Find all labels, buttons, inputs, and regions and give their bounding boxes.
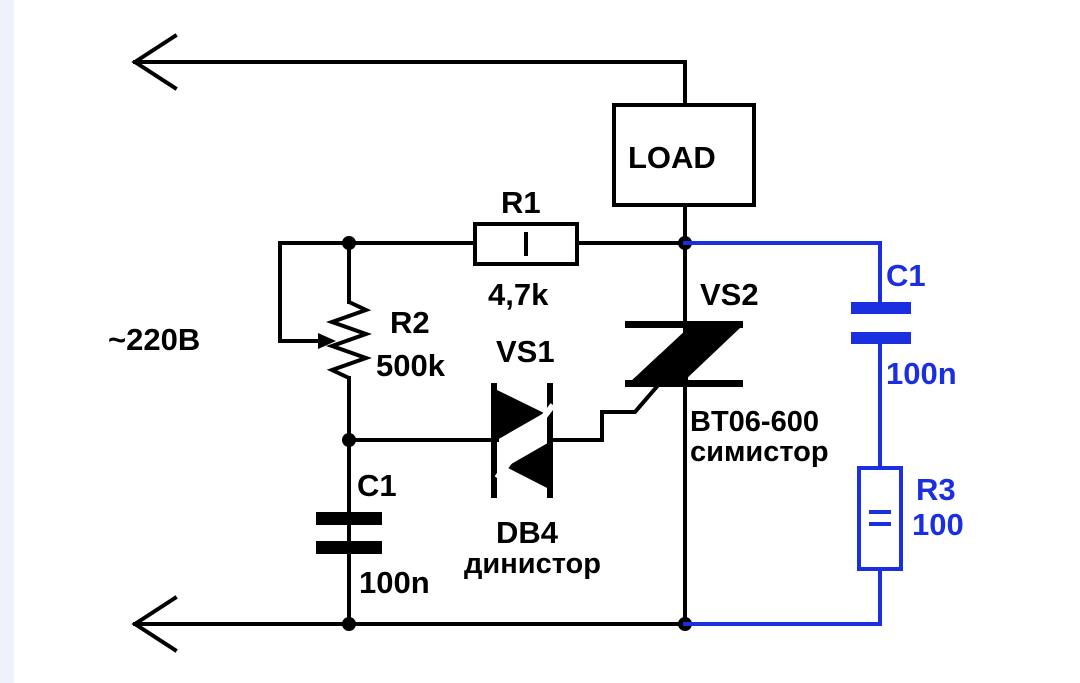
capacitor-c1-plate-top	[316, 512, 382, 525]
snubber-capacitor-plate-top	[851, 302, 911, 314]
c1-value: 100n	[359, 565, 430, 600]
vs2-type: симистор	[690, 436, 829, 468]
wire-gate	[551, 380, 663, 442]
vs1-type: динистор	[464, 548, 601, 580]
load-box	[612, 103, 756, 207]
vs2-part: BT06-600	[690, 406, 819, 438]
potentiometer-r2	[325, 300, 373, 380]
edge-strip	[0, 0, 14, 683]
snubber-r-value: 100	[912, 507, 964, 542]
r2-value: 500k	[376, 348, 446, 383]
load-label: LOAD	[628, 140, 716, 175]
c1-name: C1	[357, 468, 397, 503]
r1-name: R1	[501, 185, 541, 220]
junction-dot	[342, 617, 356, 631]
triac-vs2	[625, 321, 743, 387]
snubber-circuit	[683, 241, 882, 626]
vs1-name: VS1	[496, 334, 555, 369]
vs1-part: DB4	[496, 515, 559, 550]
junction-dot	[342, 236, 356, 250]
dinistor-vs1	[491, 383, 556, 498]
r2-name: R2	[390, 305, 430, 340]
snubber-c-name: C1	[886, 258, 926, 293]
wiper-arrow-icon	[318, 333, 336, 349]
arrow-top-icon	[131, 33, 178, 91]
snubber-c-value: 100n	[886, 356, 957, 391]
supply-label: ~220В	[108, 322, 200, 357]
r1-value: 4,7k	[488, 277, 549, 312]
junction-dot	[342, 433, 356, 447]
snubber-r-name: R3	[916, 472, 956, 507]
vs2-name: VS2	[700, 277, 759, 312]
snubber-capacitor-plate-bottom	[851, 332, 911, 344]
snubber-resistor-r3	[857, 466, 903, 571]
capacitor-c1-plate-bottom	[316, 541, 382, 554]
